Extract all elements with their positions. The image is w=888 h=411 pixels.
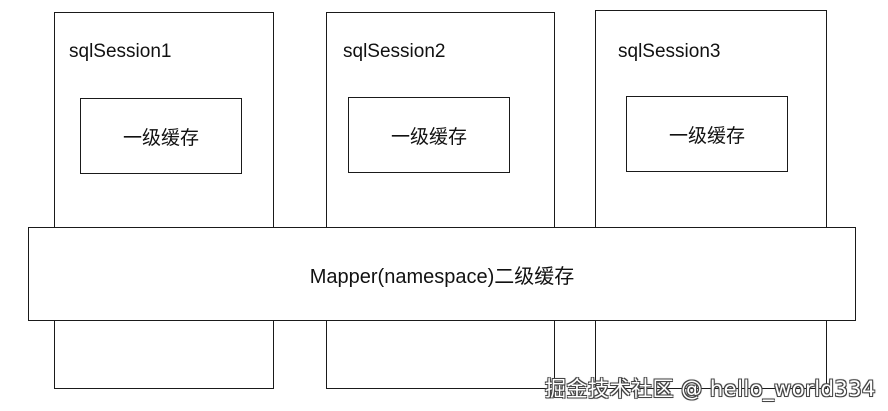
session-title-1: sqlSession1	[69, 41, 172, 62]
mapper-second-level-cache: Mapper(namespace)二级缓存	[28, 227, 856, 321]
session-box-3: sqlSession3 一级缓存	[595, 10, 827, 389]
session-box-1: sqlSession1 一级缓存	[54, 12, 274, 389]
session-box-2: sqlSession2 一级缓存	[326, 12, 555, 389]
first-level-cache-label-3: 一级缓存	[668, 125, 745, 147]
watermark: 掘金技术社区 @ hello_world334	[544, 377, 876, 401]
session-title-3: sqlSession3	[618, 41, 721, 62]
first-level-cache-label-2: 一级缓存	[390, 126, 467, 148]
mapper-label: Mapper(namespace)二级缓存	[309, 265, 575, 288]
first-level-cache-2: 一级缓存	[348, 97, 510, 173]
first-level-cache-1: 一级缓存	[80, 98, 242, 174]
first-level-cache-label-1: 一级缓存	[122, 127, 199, 149]
session-title-2: sqlSession2	[343, 41, 446, 62]
first-level-cache-3: 一级缓存	[626, 96, 788, 172]
